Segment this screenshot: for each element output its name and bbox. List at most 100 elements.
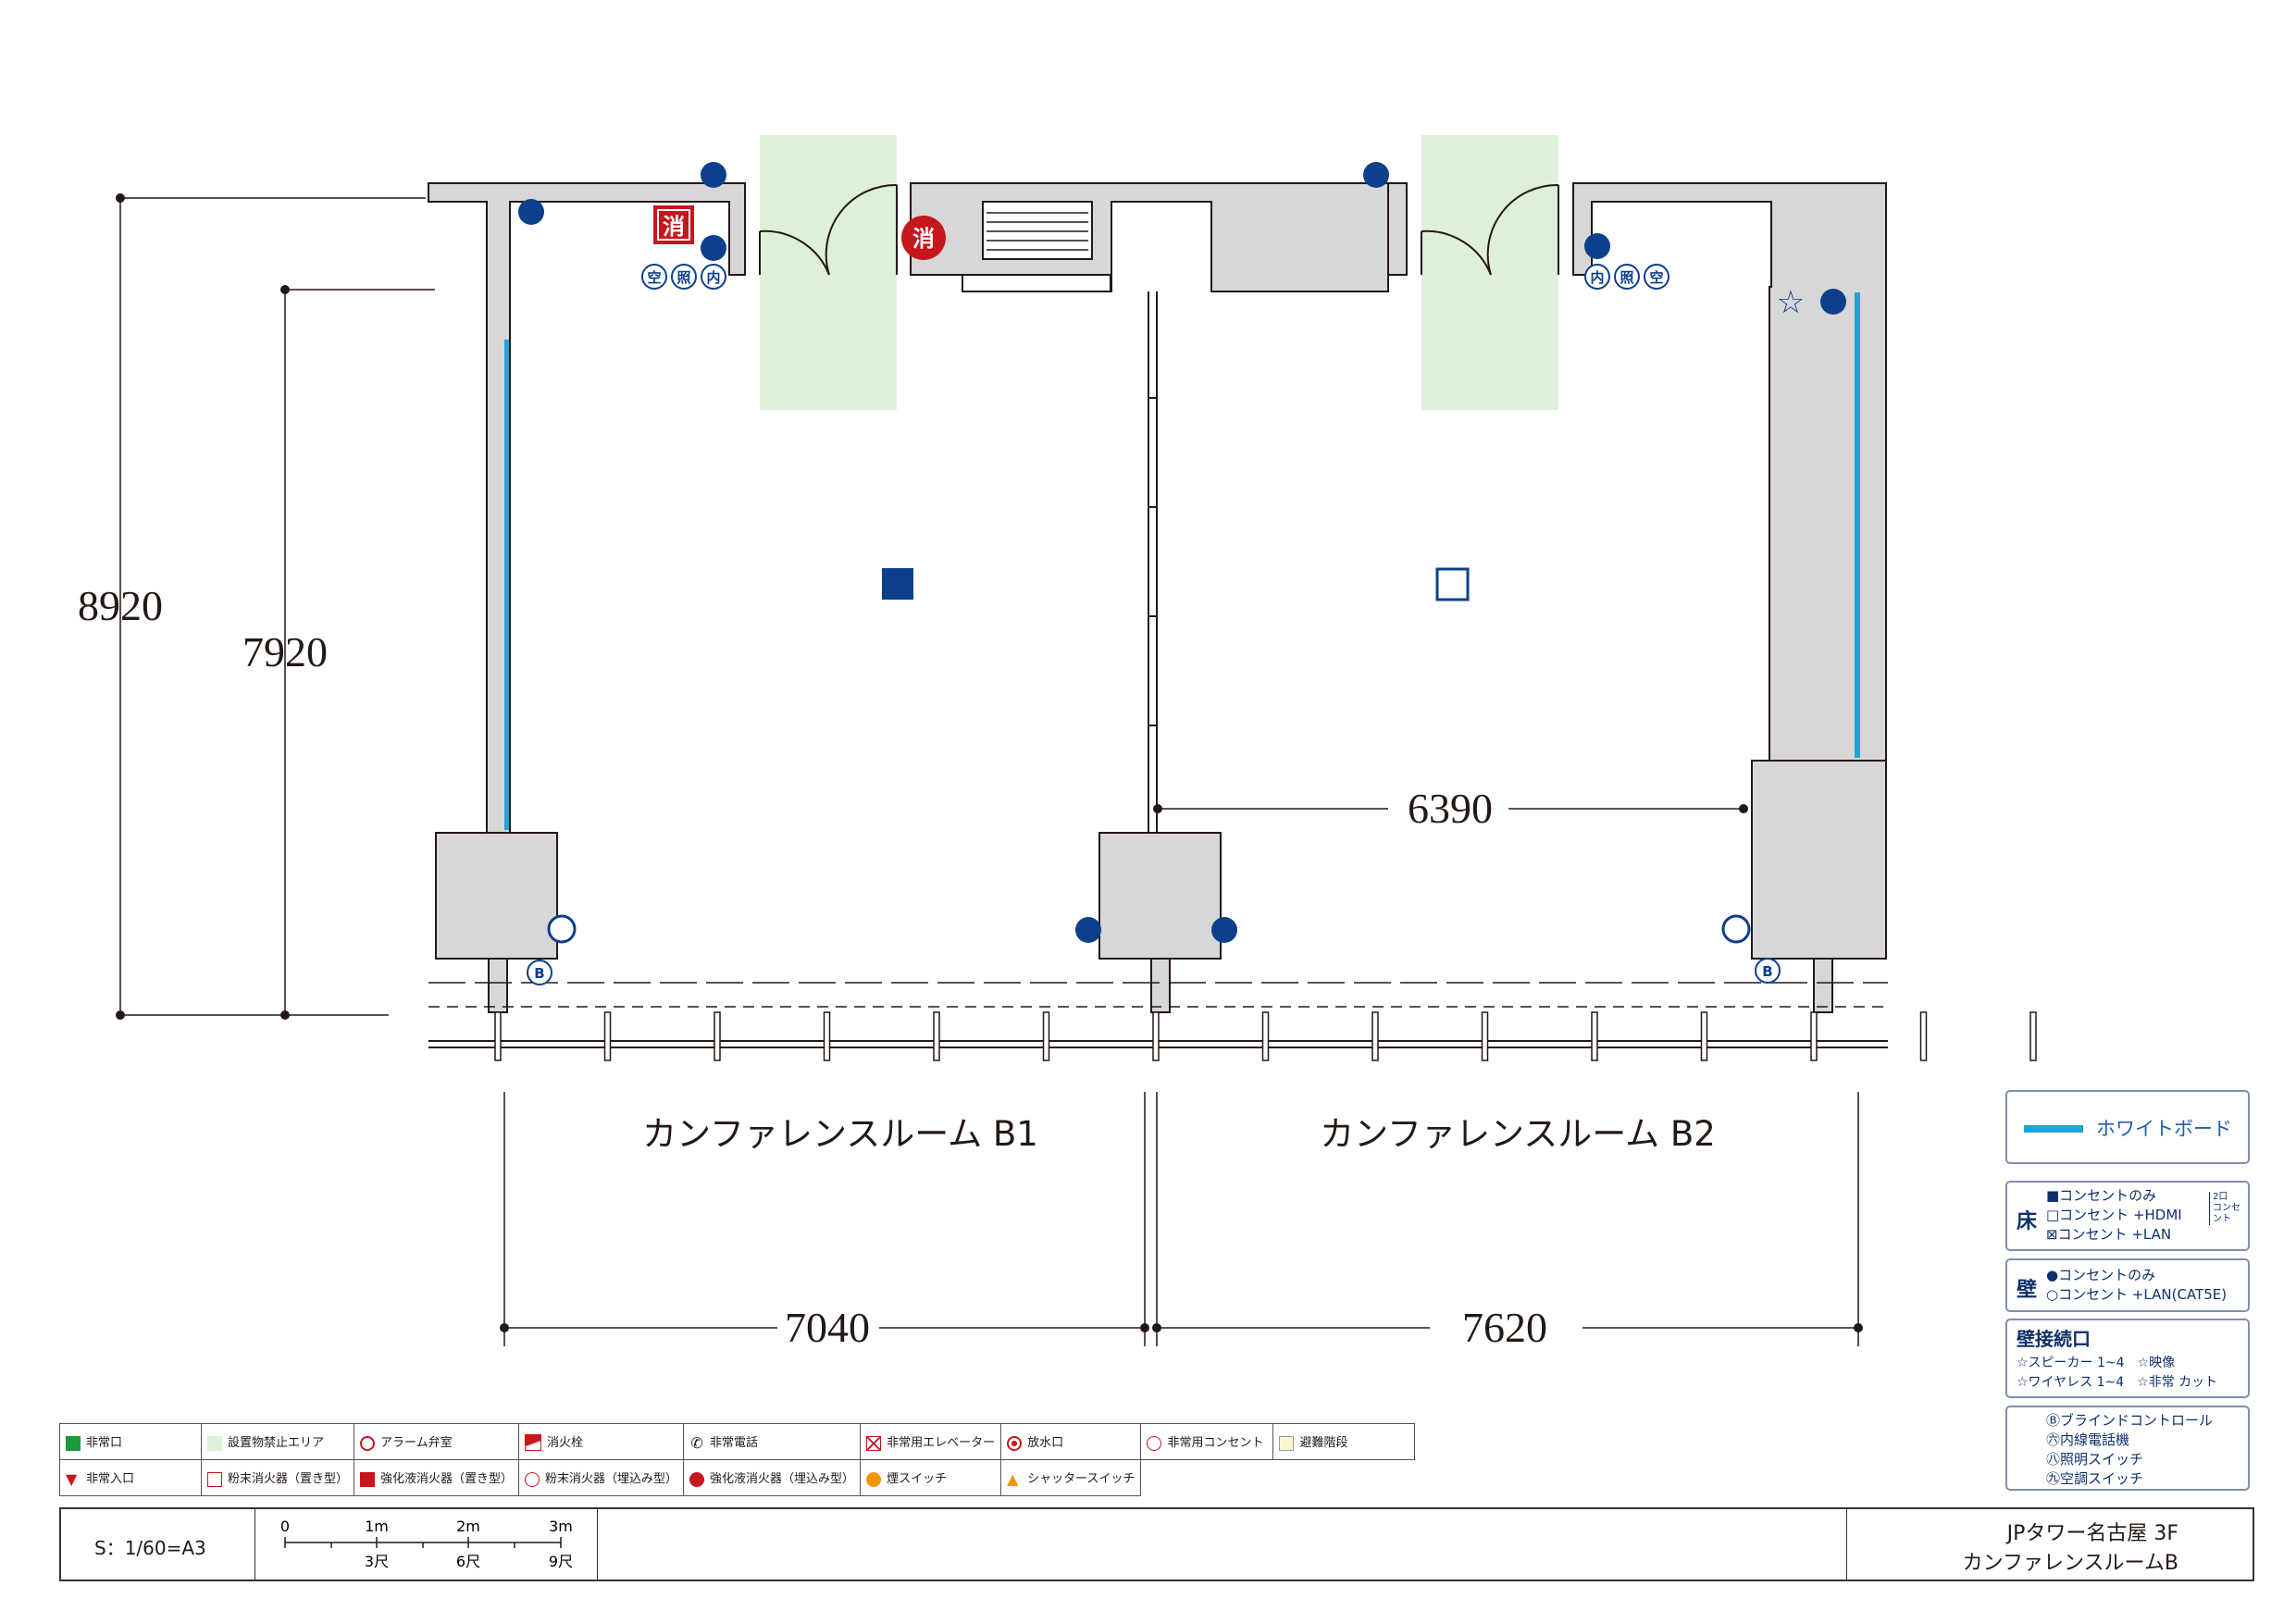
ac-switch-icon: 空 bbox=[1649, 269, 1663, 286]
column-middle bbox=[1098, 832, 1222, 960]
stair-landing bbox=[962, 274, 1111, 292]
emergency-elevator-icon bbox=[866, 1435, 882, 1451]
blind-control-right: B bbox=[1755, 958, 1781, 984]
wall-outlet-icon bbox=[1211, 917, 1237, 943]
window-mullion bbox=[1042, 1011, 1050, 1061]
legend-wall-connection-title: 壁接続口 bbox=[2017, 1328, 2091, 1350]
light-switch-icon: 照 bbox=[1620, 269, 1633, 286]
emergency-outlet-icon bbox=[1147, 1435, 1162, 1451]
legend-item: 粉末消火器（置き型） bbox=[228, 1472, 349, 1487]
dim-width-b1: 7040 bbox=[785, 1304, 870, 1351]
legend-item: シャッタースイッチ bbox=[1027, 1472, 1136, 1487]
fire-extinguisher-round: 消 bbox=[901, 216, 946, 260]
notes-cell bbox=[598, 1509, 1847, 1580]
dim-inner-b2: 6390 bbox=[1408, 785, 1493, 832]
switch-cluster-left: 空 照 内 bbox=[641, 264, 726, 290]
no-placement-icon bbox=[207, 1435, 222, 1451]
legend-floor-row: ⊠コンセント +LAN bbox=[2046, 1226, 2172, 1243]
room-label-b2: カンファレンスルーム B2 bbox=[1320, 1114, 1716, 1154]
legend-item: 設置物禁止エリア bbox=[228, 1436, 325, 1451]
emergency-entrance-icon: ▼ bbox=[66, 1469, 78, 1488]
legend-devices: Ⓑブラインドコントロール ㊅内線電話機 ㊇照明スイッチ ㊈空調スイッチ bbox=[2005, 1406, 2250, 1491]
window-mullions bbox=[494, 1011, 2037, 1061]
scale-bar-cell: 0 1m 2m 3m 3尺 6尺 9尺 bbox=[255, 1509, 598, 1580]
legend-whiteboard: ホワイトボード bbox=[2005, 1090, 2250, 1164]
emergency-exit-icon bbox=[66, 1435, 81, 1451]
window-mullion bbox=[494, 1011, 502, 1061]
whiteboard-swatch bbox=[2024, 1125, 2083, 1133]
legend-wall-connection: 壁接続口 ☆スピーカー 1~4 ☆映像 ☆ワイヤレス 1~4 ☆非常 カット bbox=[2005, 1319, 2250, 1398]
pillar-right bbox=[1813, 958, 1833, 1013]
wall-outlet-icon bbox=[701, 235, 726, 261]
fire-extinguisher-icon: 消 bbox=[912, 226, 935, 252]
legend-item: 強化液消火器（置き型） bbox=[380, 1472, 514, 1487]
dim-height-outer: 8920 bbox=[78, 582, 163, 629]
fire-extinguisher-icon: 消 bbox=[663, 214, 685, 240]
powder-extinguisher-icon bbox=[207, 1471, 222, 1487]
legend-floor-note: コンセント bbox=[2213, 1203, 2240, 1224]
legend-wall: 壁 ●コンセントのみ ○コンセント +LAN(CAT5E) bbox=[2005, 1258, 2250, 1312]
legend-wall-title: 壁 bbox=[2017, 1279, 2038, 1302]
water-outlet-icon bbox=[1007, 1435, 1023, 1451]
window-mullion bbox=[1481, 1011, 1489, 1061]
window-mullion bbox=[1261, 1011, 1270, 1061]
wall-outlet-lan-icon bbox=[547, 914, 577, 944]
interphone-icon: 内 bbox=[706, 269, 720, 286]
column-left bbox=[435, 832, 558, 960]
wall-outlets-lan bbox=[547, 914, 1751, 944]
interphone-icon: 内 bbox=[1590, 269, 1604, 286]
stair-lines bbox=[987, 212, 1088, 251]
dimension-lines bbox=[119, 197, 1859, 1346]
symbol-legend-table: 非常口 設置物禁止エリア アラーム弁室 消火栓 ✆非常電話 非常用エレベーター … bbox=[59, 1423, 1416, 1496]
floor-outlet-filled-icon bbox=[882, 568, 913, 600]
pillar-left bbox=[488, 958, 508, 1013]
pillar-middle bbox=[1150, 958, 1171, 1013]
door-right bbox=[1421, 183, 1559, 276]
alarm-valve-icon bbox=[360, 1435, 376, 1451]
smoke-switch-icon bbox=[866, 1471, 882, 1487]
legend-wall-row: ○コンセント +LAN(CAT5E) bbox=[2046, 1286, 2228, 1303]
scale-label-m: 1m bbox=[365, 1518, 389, 1535]
blind-control-left: B bbox=[527, 960, 552, 985]
legend-item: 強化液消火器（埋込み型） bbox=[710, 1472, 855, 1487]
legend-device-row: ㊅内線電話機 bbox=[2046, 1431, 2130, 1448]
blind-control-icon: B bbox=[534, 965, 544, 982]
legend-item: 避難階段 bbox=[1299, 1436, 1348, 1451]
speaker-star-icon: ☆ bbox=[1777, 284, 1805, 321]
scale-text: S：1/60=A3 bbox=[94, 1537, 206, 1559]
scale-label-m: 0 bbox=[280, 1518, 290, 1535]
fire-extinguisher-box: 消 bbox=[653, 205, 694, 244]
legend-floor-title: 床 bbox=[2017, 1210, 2038, 1233]
switch-cluster-right: 内 照 空 bbox=[1584, 264, 1669, 290]
whiteboard-left bbox=[504, 340, 509, 830]
legend-wall-row: ●コンセントのみ bbox=[2046, 1267, 2156, 1283]
legend-floor-row: ■コンセントのみ bbox=[2046, 1187, 2157, 1204]
wall-outlet-icon bbox=[1820, 289, 1846, 315]
scale-label-m: 3m bbox=[549, 1518, 573, 1535]
legend-whiteboard-label: ホワイトボード bbox=[2096, 1118, 2232, 1140]
door-left bbox=[759, 183, 898, 276]
legend-item: アラーム弁室 bbox=[380, 1436, 453, 1451]
liquid-extinguisher-built-in-icon bbox=[689, 1471, 705, 1487]
scale-label-shaku: 3尺 bbox=[365, 1553, 389, 1570]
scale-bar: 0 1m 2m 3m 3尺 6尺 9尺 bbox=[280, 1518, 573, 1570]
window-mullion bbox=[823, 1011, 831, 1061]
dim-height-inner: 7920 bbox=[242, 628, 328, 675]
legend-item: 煙スイッチ bbox=[887, 1472, 948, 1487]
legend-device-row: Ⓑブラインドコントロール bbox=[2046, 1412, 2214, 1429]
blind-control-icon: B bbox=[1762, 963, 1772, 980]
wall-outlet-lan-icon bbox=[1721, 914, 1751, 944]
wall-outlets bbox=[518, 162, 1846, 943]
legend-item: 非常口 bbox=[86, 1436, 123, 1451]
window-mullion bbox=[1919, 1011, 1928, 1061]
legend-item: 非常入口 bbox=[86, 1472, 135, 1487]
legend-floor-note: 2口 bbox=[2213, 1192, 2228, 1202]
window-mullion bbox=[1152, 1011, 1160, 1061]
window-mullion bbox=[933, 1011, 940, 1061]
powder-extinguisher-built-in-icon bbox=[525, 1471, 540, 1487]
legend-wall-connection-row: ☆スピーカー 1~4 ☆映像 bbox=[2017, 1356, 2176, 1370]
hydrant-icon bbox=[525, 1434, 542, 1452]
wall-outlet-icon bbox=[1363, 162, 1389, 188]
legend-wall-connection-row: ☆ワイヤレス 1~4 ☆非常 カット bbox=[2017, 1375, 2218, 1390]
